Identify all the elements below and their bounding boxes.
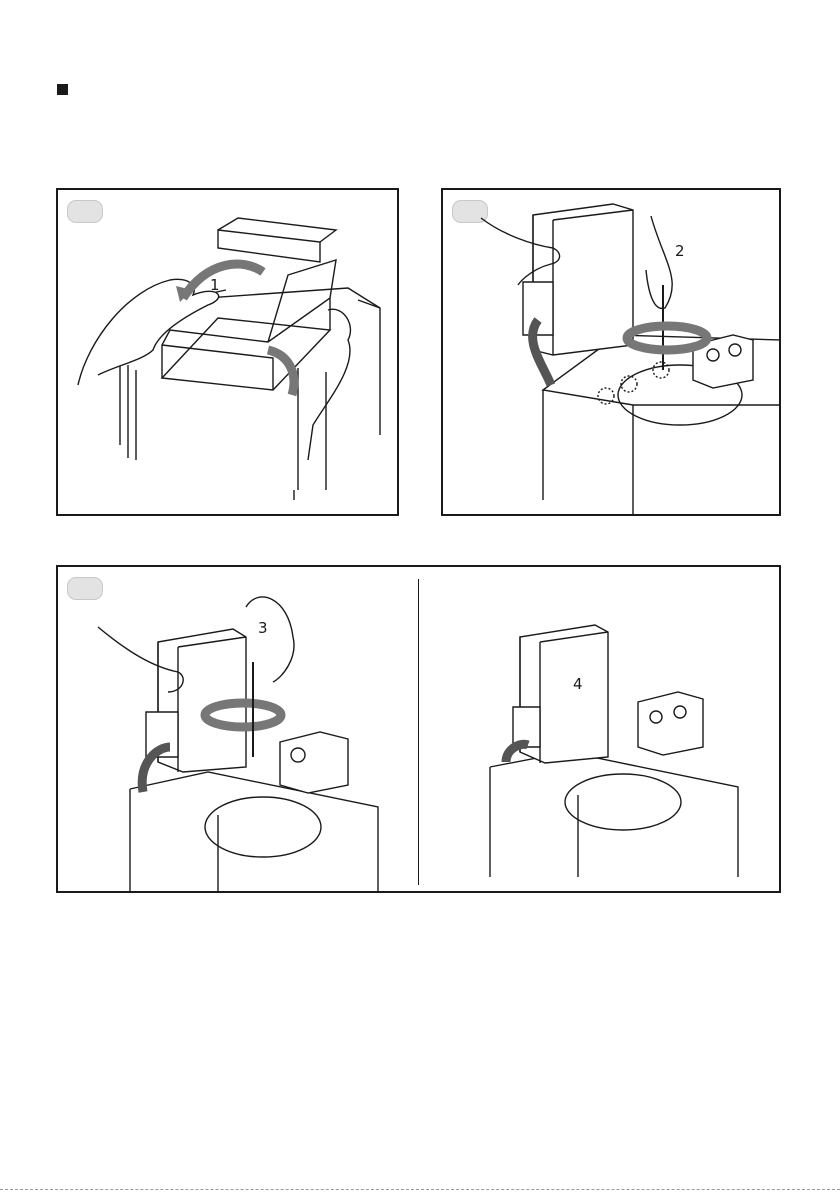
figure-panel-remove-cover: 1 xyxy=(56,188,399,516)
figure-panel-secure-box: 3 4 xyxy=(56,565,781,893)
step-number-label: 3 xyxy=(258,619,268,637)
page-footer-line xyxy=(0,1189,840,1190)
section-bullet xyxy=(57,84,68,95)
step-number-label: 2 xyxy=(675,242,685,260)
illustration-attach-box xyxy=(443,190,781,516)
illustration-secure-box xyxy=(58,567,781,893)
step-number-label: 4 xyxy=(573,675,583,693)
figure-panel-attach-box: 2 xyxy=(441,188,781,516)
illustration-remove-cover xyxy=(58,190,399,516)
step-number-label: 1 xyxy=(210,276,220,294)
